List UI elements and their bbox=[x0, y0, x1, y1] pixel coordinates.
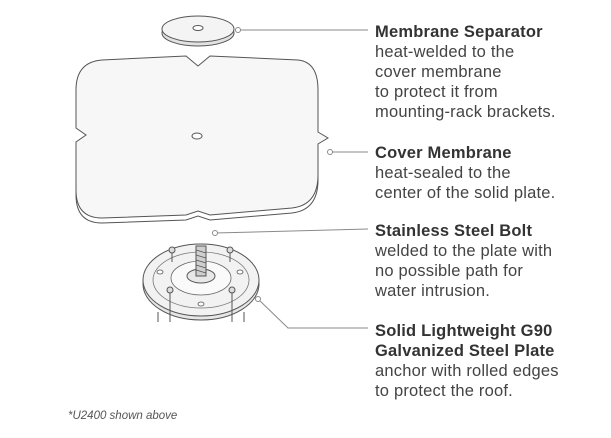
callout-text: mounting-rack brackets. bbox=[375, 103, 556, 121]
membrane-separator-part bbox=[161, 15, 235, 47]
callout-text: to protect the roof. bbox=[375, 382, 513, 400]
callout-text: center of the solid plate. bbox=[375, 184, 556, 202]
callout-steel-plate: Solid Lightweight G90 Galvanized Steel P… bbox=[375, 321, 559, 401]
callout-title: Galvanized Steel Plate bbox=[375, 342, 555, 360]
callout-text: to protect it from bbox=[375, 83, 498, 101]
callout-text: no possible path for bbox=[375, 262, 524, 280]
callout-text: heat-sealed to the bbox=[375, 164, 511, 182]
callout-title: Solid Lightweight G90 bbox=[375, 322, 553, 340]
cover-membrane-part bbox=[75, 55, 329, 224]
callout-text: anchor with rolled edges bbox=[375, 362, 559, 380]
callout-text: cover membrane bbox=[375, 63, 502, 81]
callout-text: welded to the plate with bbox=[375, 242, 553, 260]
callout-membrane-separator: Membrane Separator heat-welded to the co… bbox=[375, 22, 556, 122]
callout-text: water intrusion. bbox=[375, 282, 491, 300]
callout-cover-membrane: Cover Membrane heat-sealed to the center… bbox=[375, 143, 555, 203]
callout-title: Cover Membrane bbox=[375, 144, 512, 162]
steel-plate-part bbox=[142, 243, 260, 322]
callout-stainless-steel-bolt: Stainless Steel Bolt welded to the plate… bbox=[375, 221, 552, 301]
callout-text: heat-welded to the bbox=[375, 43, 515, 61]
callout-title: Membrane Separator bbox=[375, 23, 543, 41]
callout-title: Stainless Steel Bolt bbox=[375, 222, 533, 240]
footnote: *U2400 shown above bbox=[68, 410, 178, 422]
stainless-steel-bolt-part bbox=[186, 245, 216, 284]
leader-lines bbox=[212, 27, 369, 329]
